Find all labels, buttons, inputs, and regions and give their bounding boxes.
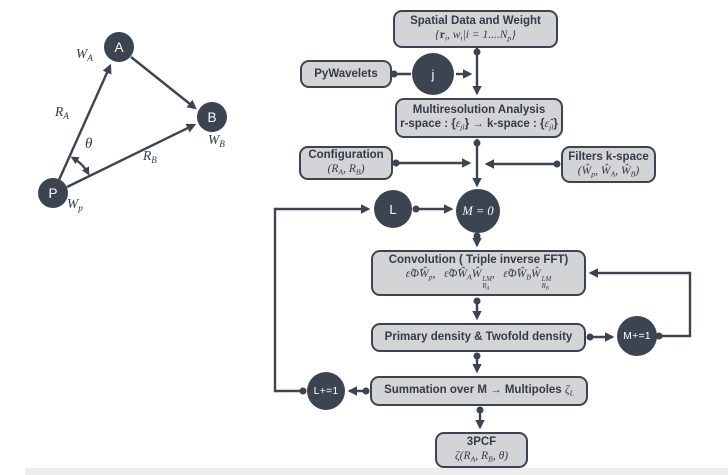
label-weight-B: WB (208, 132, 225, 150)
box-configuration-formula: (RA, RB) (327, 163, 365, 178)
box-spatial-data: Spatial Data and Weight {ri, wi|i = 1...… (393, 10, 558, 48)
box-spatial-data-formula: {ri, wi|i = 1....Np} (435, 29, 516, 44)
box-primary-density-title: Primary density & Twofold density (384, 331, 573, 344)
box-3pcf-result: 3PCF ζ(RA, RB, θ) (435, 432, 528, 468)
box-filters-kspace: Filters k-space (Ŵp, ŴA, ŴB) (561, 146, 656, 183)
point-P: P (38, 178, 68, 208)
node-M-equals-0-label: M = 0 (462, 203, 494, 218)
node-L-increment-label: L+=1 (313, 385, 339, 397)
box-filters-kspace-formula: (Ŵp, ŴA, ŴB) (577, 164, 640, 179)
box-primary-density: Primary density & Twofold density (371, 323, 586, 352)
box-pywavelets: PyWavelets (300, 60, 392, 88)
arrow-lplus-loop-to-L (273, 204, 371, 393)
label-theta: θ (85, 136, 93, 152)
box-multiresolution: Multiresolution Analysis r-space : {εjl}… (395, 98, 563, 138)
box-pywavelets-title: PyWavelets (314, 67, 378, 80)
bottom-edge-bar (25, 468, 728, 475)
box-filters-kspace-title: Filters k-space (568, 150, 649, 163)
node-M-increment-label: M+=1 (623, 330, 651, 342)
node-j-index: j (412, 53, 454, 95)
arrow-mplus-loop-to-convolution (588, 268, 692, 338)
flowchart-connectors (273, 48, 692, 430)
theta-angle-arc (70, 156, 90, 176)
point-A: A (104, 32, 134, 62)
box-convolution-title: Convolution ( Triple inverse FFT) (388, 254, 569, 267)
node-j-label: j (431, 66, 435, 82)
box-multiresolution-formula: r-space : {εjl} → k-space : {ε̂jl} (400, 118, 558, 133)
box-summation: Summation over M → Multipoles ζL (370, 376, 588, 406)
box-convolution: Convolution ( Triple inverse FFT) ε̂Φ̂Ŵp… (371, 250, 586, 296)
box-3pcf-title: 3PCF (466, 436, 497, 449)
label-weight-P: Wp (67, 196, 83, 214)
box-spatial-data-title: Spatial Data and Weight (410, 15, 541, 28)
label-weight-A: WA (76, 46, 93, 64)
point-P-label: P (48, 185, 58, 201)
point-B: B (197, 102, 227, 132)
box-summation-text: Summation over M → Multipoles ζL (384, 384, 574, 398)
point-B-label: B (207, 109, 217, 125)
box-configuration-title: Configuration (308, 149, 384, 162)
label-radius-A: RA (55, 104, 69, 122)
box-multiresolution-title: Multiresolution Analysis (412, 104, 546, 117)
box-3pcf-formula: ζ(RA, RB, θ) (454, 450, 509, 465)
triangle-edges (57, 56, 197, 189)
point-A-label: A (114, 39, 124, 55)
node-L-label: L (389, 201, 397, 217)
node-M-increment: M+=1 (617, 316, 657, 356)
node-L-increment: L+=1 (307, 372, 345, 410)
label-radius-B: RB (143, 148, 157, 166)
node-M-equals-0: M = 0 (456, 189, 500, 233)
box-configuration: Configuration (RA, RB) (299, 146, 393, 180)
connector-dots (299, 48, 663, 414)
node-L-counter: L (374, 190, 412, 228)
